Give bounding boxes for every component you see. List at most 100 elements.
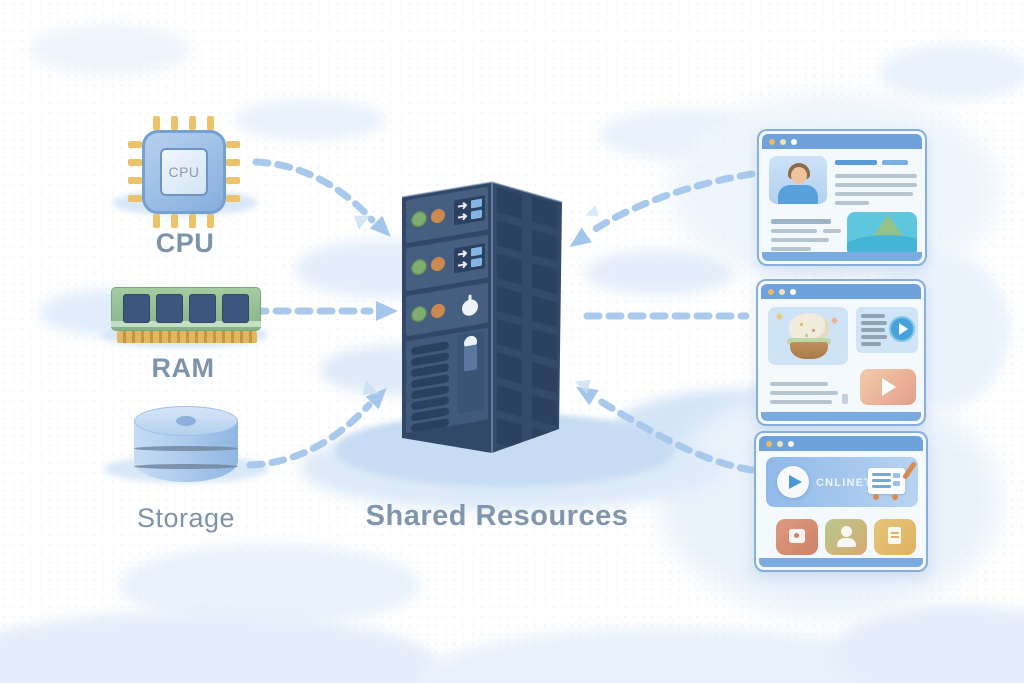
text-line xyxy=(771,229,817,233)
ram-groove xyxy=(111,321,261,327)
cpu-pin xyxy=(189,116,196,130)
storage-divider xyxy=(134,464,238,469)
cpu-pin xyxy=(207,214,214,228)
background-blob xyxy=(235,100,385,140)
ram-chip xyxy=(189,294,216,323)
cpu-chip-icon: CPU xyxy=(128,116,240,228)
browser-window-media xyxy=(756,279,926,426)
window-footerbar xyxy=(759,558,923,567)
store-tile-profile xyxy=(825,519,867,555)
storage-divider xyxy=(134,446,238,451)
server-tower-icon xyxy=(401,181,563,453)
receipt-line xyxy=(891,536,899,538)
cpu-pin xyxy=(128,195,142,202)
text-line xyxy=(771,247,811,251)
window-dot xyxy=(777,440,783,447)
window-titlebar xyxy=(761,284,921,299)
text-line xyxy=(835,174,917,178)
cart-cell xyxy=(893,481,900,486)
ram-chip xyxy=(123,294,150,323)
store-tile-photos xyxy=(776,519,818,555)
cart-wheel xyxy=(873,494,879,500)
shopping-cart-icon xyxy=(866,461,917,500)
sprinkle-star xyxy=(775,312,784,321)
vent-slat xyxy=(411,374,449,388)
avatar-shirt xyxy=(778,185,818,204)
store-banner: CNLINET xyxy=(766,457,918,507)
store-tile-orders xyxy=(874,519,916,555)
window-footerbar xyxy=(761,412,921,421)
cpu-pin xyxy=(189,214,196,228)
water-shape xyxy=(847,235,917,257)
cpu-pin xyxy=(226,195,240,202)
led-orange xyxy=(431,256,445,272)
cpu-pin xyxy=(153,214,160,228)
text-line xyxy=(770,382,828,386)
sprinkle xyxy=(812,329,815,332)
cpu-chip-text: CPU xyxy=(168,164,200,180)
background-blob xyxy=(830,605,1024,683)
window-dot xyxy=(768,288,774,295)
store-logo-icon xyxy=(777,466,809,498)
led-green xyxy=(411,259,427,276)
text-line xyxy=(771,219,831,224)
window-titlebar xyxy=(759,436,923,451)
sprinkle xyxy=(805,334,808,337)
vent-slat xyxy=(411,352,449,366)
window-dot xyxy=(788,440,794,447)
cupcake-cream xyxy=(789,313,829,342)
background-blob xyxy=(585,250,735,295)
text-line xyxy=(771,238,829,242)
cpu-pin xyxy=(128,177,142,184)
cart-line xyxy=(872,473,891,476)
arrow-cpu-to-server xyxy=(252,158,376,224)
vent-slat xyxy=(411,396,449,410)
window-dot xyxy=(769,138,775,145)
cpu-pin xyxy=(207,116,214,130)
cpu-chip-die: CPU xyxy=(160,148,208,196)
text-line xyxy=(835,201,869,205)
background-blob xyxy=(30,25,190,75)
text-line xyxy=(770,400,832,404)
ram-stick-icon xyxy=(108,281,266,351)
ram-pins xyxy=(117,331,257,343)
window-dot xyxy=(791,138,797,145)
cart-line xyxy=(872,485,891,488)
text-line xyxy=(861,342,881,346)
person-icon-body xyxy=(837,538,856,547)
server-label: Shared Resources xyxy=(365,500,629,532)
background-blob xyxy=(880,45,1024,100)
text-line xyxy=(823,229,841,233)
browser-window-profile xyxy=(757,129,927,266)
arrowhead xyxy=(569,227,592,248)
vent-slat xyxy=(411,418,449,432)
led-green xyxy=(411,211,427,228)
server-side-grid xyxy=(492,182,562,453)
ram-label: RAM xyxy=(151,353,215,383)
cart-wheel xyxy=(892,494,898,500)
browser-window-store: CNLINET xyxy=(754,431,928,572)
cpu-label: CPU xyxy=(155,228,215,258)
storage-database-icon xyxy=(133,404,239,496)
cpu-pin xyxy=(226,159,240,166)
led-orange xyxy=(431,303,445,319)
text-line xyxy=(861,328,885,332)
text-line xyxy=(835,160,877,165)
store-brand-text: CNLINET xyxy=(816,477,873,489)
text-line xyxy=(835,183,917,187)
cpu-pin xyxy=(128,141,142,148)
cpu-pin xyxy=(226,177,240,184)
vent-slat xyxy=(411,385,449,399)
video-thumbnail xyxy=(860,369,916,405)
deco-triangle xyxy=(354,211,373,230)
server-door-panel xyxy=(457,331,484,414)
ram-chip xyxy=(222,294,249,323)
vent-slat xyxy=(411,363,449,377)
landscape-image xyxy=(847,212,917,257)
deco-triangle xyxy=(362,380,382,399)
deco-triangle xyxy=(583,204,599,220)
receipt-line xyxy=(891,532,899,534)
window-dot xyxy=(779,288,785,295)
window-titlebar xyxy=(762,134,922,149)
storage-label: Storage xyxy=(136,503,236,533)
